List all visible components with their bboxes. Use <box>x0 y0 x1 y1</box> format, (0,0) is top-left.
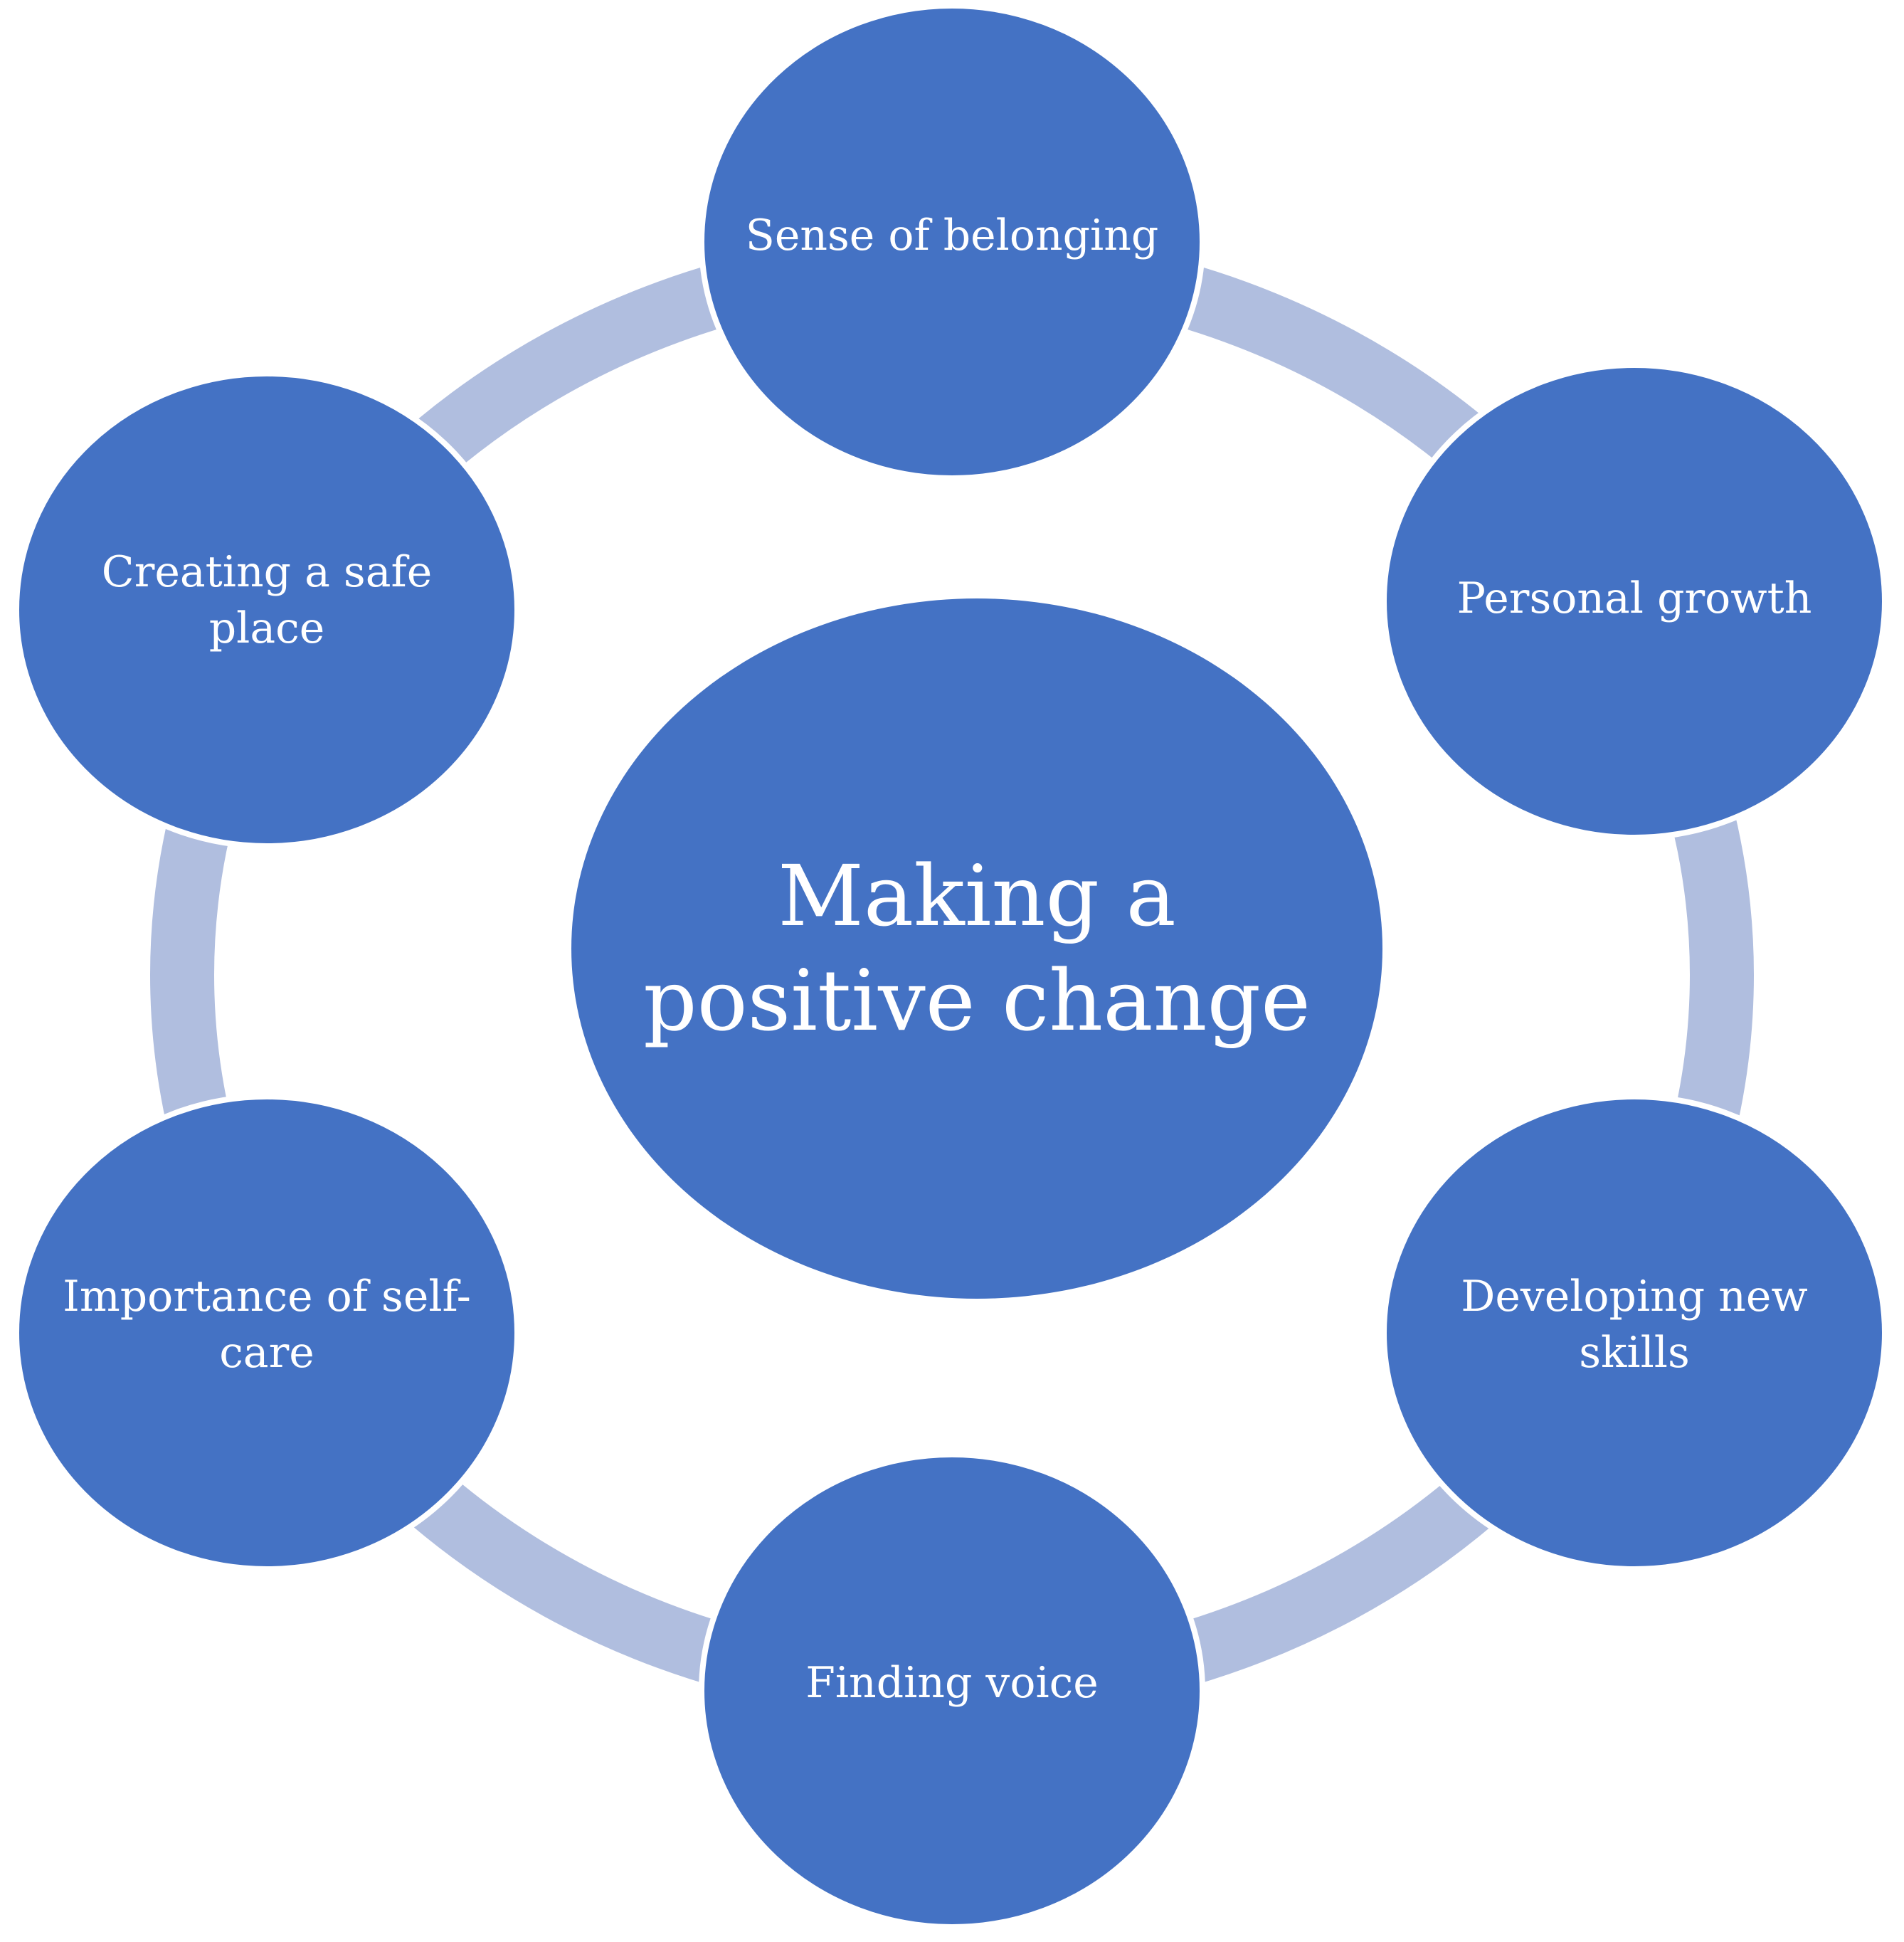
node-label-sense-of-belonging: Sense of belonging <box>739 151 1165 322</box>
node-label-line: Personal growth <box>1456 574 1812 624</box>
node-circle-creating-a-safe-place <box>14 371 520 849</box>
center-circle <box>571 598 1382 1299</box>
node-circle-sense-of-belonging <box>699 3 1205 481</box>
node-circle-developing-new-skills <box>1381 1094 1888 1572</box>
node-label-line: Developing new <box>1461 1271 1808 1321</box>
center-label-line-2: positive change <box>643 951 1311 1050</box>
node-label-line: Finding voice <box>805 1658 1099 1709</box>
node-label-line: Importance of self- <box>63 1271 471 1321</box>
node-label-line: Sense of belonging <box>745 211 1159 261</box>
node-circle-personal-growth <box>1381 362 1888 840</box>
node-circle-finding-voice <box>699 1452 1205 1930</box>
center-label-line-1: Making a <box>778 846 1176 945</box>
node-label-personal-growth: Personal growth <box>1421 514 1848 685</box>
node-label-developing-new-skills: Developing new skills <box>1421 1240 1848 1410</box>
node-label-line: Creating a safe <box>101 547 433 597</box>
node-label-line: skills <box>1579 1328 1690 1378</box>
node-label-line: care <box>219 1328 314 1378</box>
center-label: Making a positive change <box>621 735 1333 1162</box>
node-label-creating-a-safe-place: Creating a safe place <box>53 515 480 686</box>
node-label-line: place <box>208 603 325 653</box>
node-label-importance-of-self-care: Importance of self- care <box>53 1240 480 1410</box>
node-label-finding-voice: Finding voice <box>739 1598 1165 1769</box>
node-circle-importance-of-self-care <box>14 1094 520 1572</box>
